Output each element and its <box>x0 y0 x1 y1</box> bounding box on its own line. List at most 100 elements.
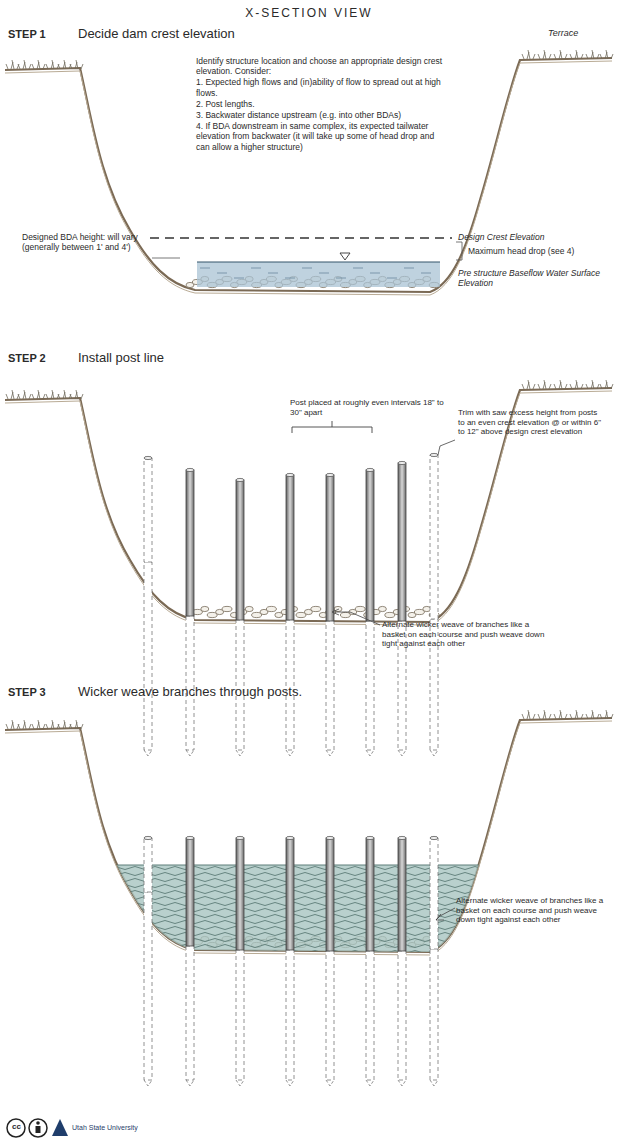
head-drop-bracket <box>456 242 462 260</box>
cc-text: cc <box>8 1122 25 1132</box>
baseflow-label: Pre structure Baseflow Water Surface Ele… <box>458 268 608 288</box>
post-tip <box>366 1080 374 1086</box>
post <box>398 838 406 951</box>
grass-tuft <box>6 60 19 69</box>
grass-tuft <box>18 720 31 729</box>
post-top <box>144 836 152 839</box>
grass-tuft <box>70 390 83 399</box>
post-tip <box>236 750 244 756</box>
grass-tuft <box>18 60 31 69</box>
grass-tuft <box>32 720 45 729</box>
branch-course <box>90 951 510 954</box>
post-top <box>186 836 194 839</box>
note-item: 3. Backwater distance upstream (e.g. int… <box>196 110 446 120</box>
post-top <box>236 836 244 839</box>
post-top <box>186 468 194 471</box>
branch-course <box>90 921 510 924</box>
channel-bank <box>5 58 612 292</box>
branch-course <box>90 939 510 942</box>
water-ripple <box>353 268 363 269</box>
note-item: 4. If BDA downstream in same complex, it… <box>196 121 448 152</box>
channel-bank <box>5 718 612 952</box>
water-ripple <box>200 268 210 269</box>
logo-text: Utah State University <box>72 1124 172 1132</box>
branch-course <box>90 897 510 900</box>
buried-post <box>430 619 438 750</box>
buried-post <box>286 950 294 1080</box>
wicker-weave <box>90 865 510 960</box>
leader-line <box>438 440 455 455</box>
grass-tuft <box>538 710 551 719</box>
water-ripple <box>319 273 329 274</box>
step-number: STEP 2 <box>8 352 46 365</box>
post-top <box>366 468 374 471</box>
branch-course <box>90 927 510 930</box>
post <box>366 838 374 951</box>
grass-tuft <box>554 380 567 389</box>
grass-tuft <box>522 50 535 59</box>
post-top <box>430 836 438 839</box>
post-top <box>398 836 406 839</box>
buried-post <box>398 951 406 1080</box>
post-tip <box>144 750 152 756</box>
grass-tuft <box>538 50 551 59</box>
step-heading: Decide dam crest elevation <box>78 26 235 42</box>
water-level-symbol <box>340 253 350 260</box>
water-ripple <box>217 273 227 274</box>
bed-rock <box>266 606 276 611</box>
bed-rock <box>201 606 209 611</box>
bed-rock <box>423 606 431 611</box>
post-tip <box>286 1080 294 1086</box>
post-tip <box>366 750 374 756</box>
branch-course <box>90 873 510 876</box>
grass-tuft <box>18 390 31 399</box>
branch-course <box>90 933 510 936</box>
step-number: STEP 3 <box>8 686 46 699</box>
post <box>144 458 152 562</box>
grass-tuft <box>600 380 613 389</box>
leader-line <box>152 258 180 259</box>
grass-tuft <box>554 710 567 719</box>
post-top <box>286 836 294 839</box>
branch-course <box>90 867 510 870</box>
water-ripple <box>387 278 397 279</box>
step-heading: Install post line <box>78 350 164 366</box>
post <box>366 470 374 621</box>
buried-post <box>366 951 374 1080</box>
buried-post <box>144 892 152 1080</box>
grass-tuft <box>6 720 19 729</box>
grass-tuft <box>46 720 59 729</box>
grass-tuft <box>32 390 45 399</box>
by-badge <box>29 1119 47 1137</box>
channel-panel <box>5 380 613 756</box>
head-drop-label: Maximum head drop (see 4) <box>468 246 608 256</box>
bank-shade <box>5 391 612 625</box>
bank-shade <box>5 61 612 295</box>
post <box>144 838 152 892</box>
water-ripple <box>251 268 261 269</box>
buried-post <box>326 621 334 750</box>
buried-post <box>144 562 152 750</box>
spacing-bracket <box>292 421 372 433</box>
post-top <box>430 453 438 456</box>
leader-line <box>335 612 380 625</box>
grass-tuft <box>58 720 71 729</box>
bed-rock <box>355 606 365 611</box>
baseflow-water <box>197 262 440 287</box>
post <box>186 838 194 946</box>
post-tip <box>430 750 438 756</box>
water-ripple <box>268 273 278 274</box>
post <box>398 463 406 621</box>
grass-tuft <box>554 50 567 59</box>
weave-note: Alternate wicker weave of branches like … <box>382 620 550 649</box>
bed-rock <box>222 606 232 611</box>
water-ripple <box>285 278 295 279</box>
water-ripple <box>421 273 431 274</box>
water-ripple <box>302 268 312 269</box>
buried-post <box>326 951 334 1080</box>
branch-course <box>90 885 510 888</box>
weave-note: Alternate wicker weave of branches like … <box>456 896 612 925</box>
post <box>430 838 438 949</box>
bed-rock <box>378 606 386 611</box>
post <box>186 470 194 616</box>
